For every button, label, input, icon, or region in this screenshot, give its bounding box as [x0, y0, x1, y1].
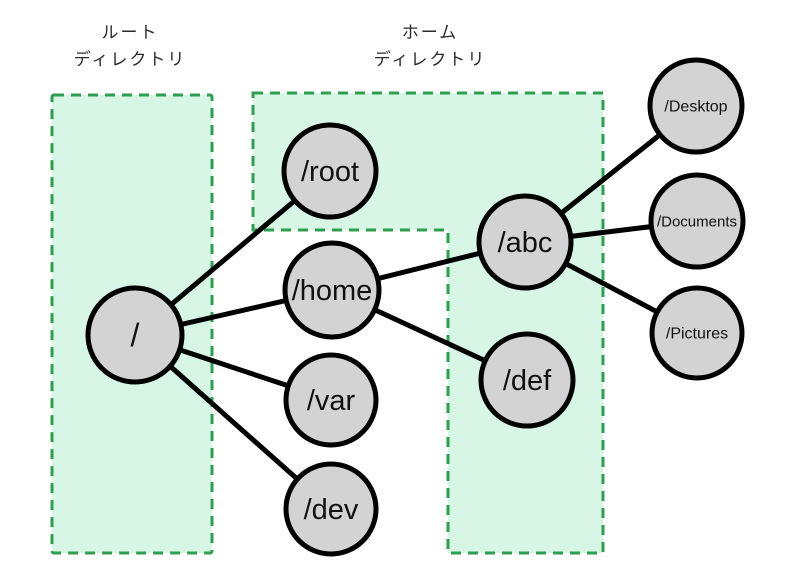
home-directory-label-line-0: ホーム: [402, 23, 459, 42]
node-circle-desktop: [647, 57, 745, 155]
node-circle-slash: [85, 285, 185, 385]
node-root: /root: [281, 122, 379, 220]
node-circle-documents: [648, 172, 746, 270]
node-label-slash: /: [131, 317, 140, 353]
root-directory-label-line-0: ルート: [102, 23, 159, 42]
node-circle-root: [281, 122, 379, 220]
node-label-abc: /abc: [498, 227, 553, 259]
node-label-pictures: /Pictures: [666, 326, 728, 343]
home-directory-label-line-1: ディレクトリ: [374, 49, 487, 69]
node-label-root: /root: [301, 156, 359, 188]
node-circle-var: [283, 352, 379, 448]
node-circle-def: [478, 331, 576, 429]
node-dev: /dev: [283, 461, 379, 557]
node-home: /home: [282, 240, 382, 340]
node-circle-dev: [283, 461, 379, 557]
node-abc: /abc: [476, 193, 574, 291]
node-label-def: /def: [503, 365, 552, 397]
node-desktop: /Desktop: [647, 57, 745, 155]
node-var: /var: [283, 352, 379, 448]
node-label-documents: /Documents: [657, 213, 737, 230]
node-pictures: /Pictures: [649, 285, 745, 381]
node-circle-pictures: [649, 285, 745, 381]
node-label-var: /var: [307, 385, 356, 417]
root-directory-label-line-1: ディレクトリ: [74, 49, 187, 69]
node-def: /def: [478, 331, 576, 429]
node-documents: /Documents: [648, 172, 746, 270]
node-label-dev: /dev: [304, 494, 359, 526]
node-label-desktop: /Desktop: [664, 99, 727, 116]
node-circle-home: [282, 240, 382, 340]
node-circle-abc: [476, 193, 574, 291]
node-label-home: /home: [292, 275, 373, 307]
nodes-layer: / /root/home/var/dev/abc/def/Desktop/Docu…: [85, 57, 746, 557]
node-slash: /: [85, 285, 185, 385]
